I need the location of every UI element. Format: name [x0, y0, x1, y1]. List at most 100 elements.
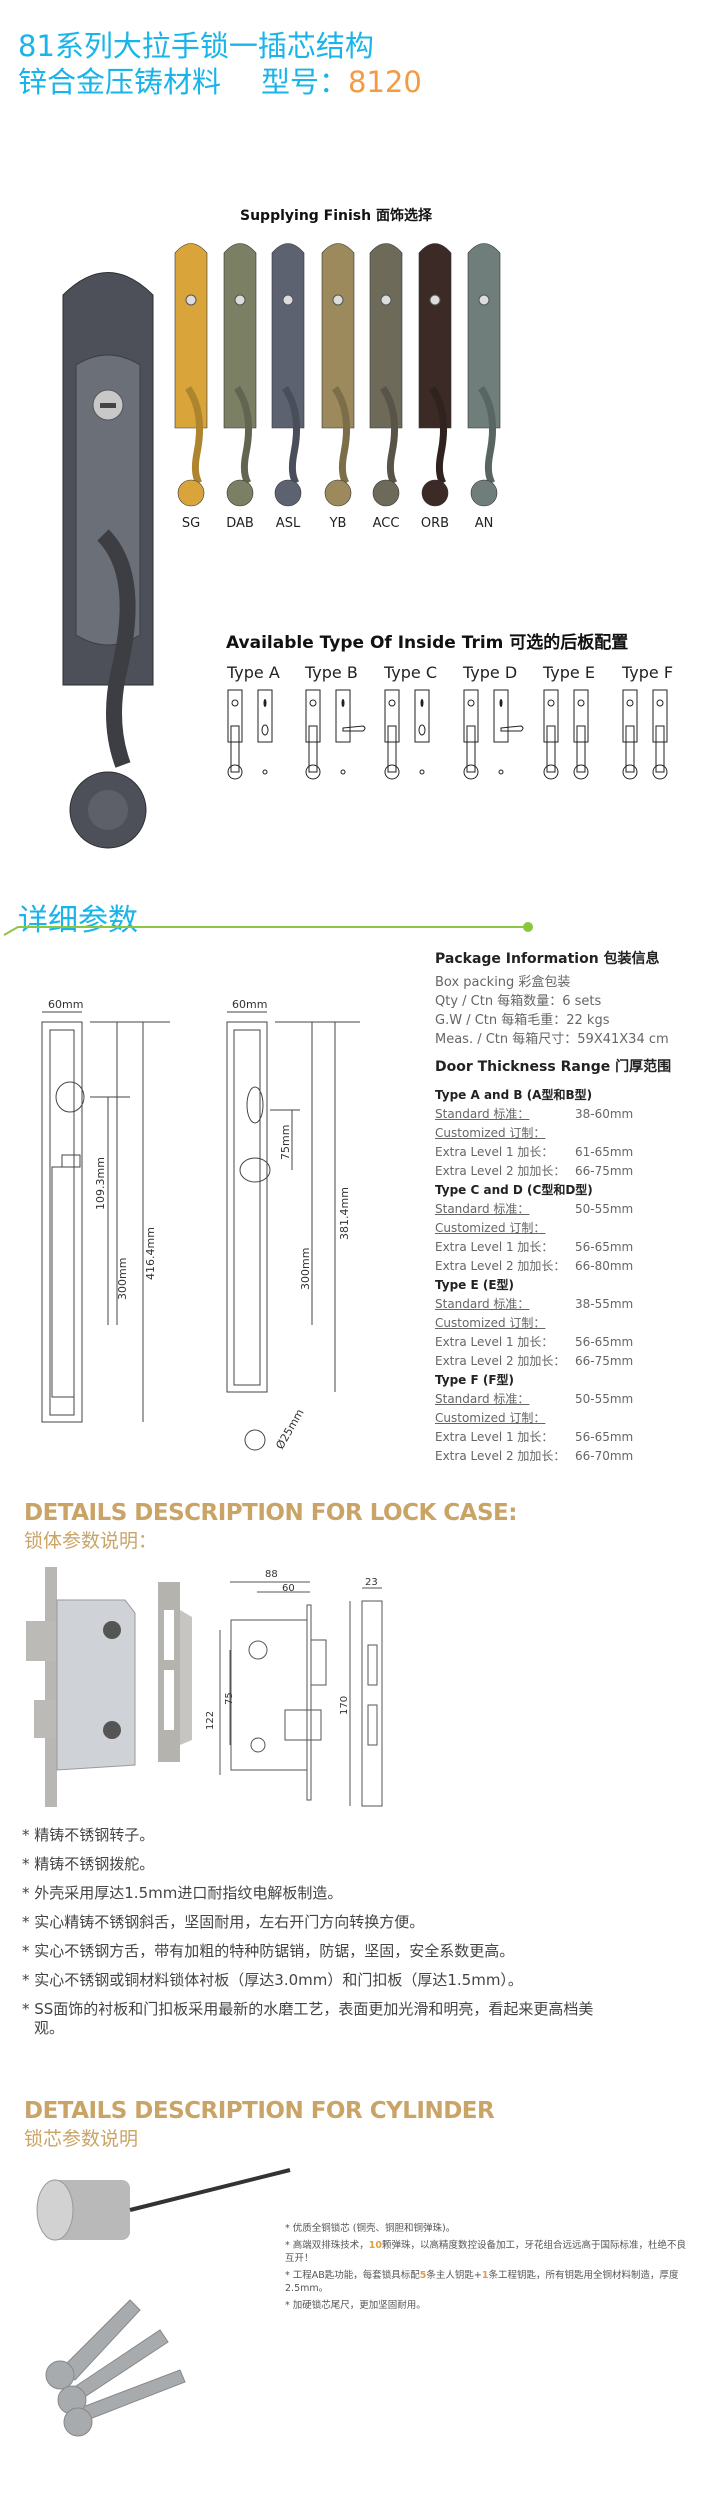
lockcase-bullets: * 精铸不锈钢转子。* 精铸不锈钢拨舵。* 外壳采用厚达1.5mm进口耐指纹电解…	[22, 1826, 622, 2048]
left-dim-2: 300mm	[116, 1258, 129, 1300]
finish-swatch-orb[interactable]	[417, 238, 453, 508]
details-divider	[3, 922, 533, 936]
trim-type-label: Type E	[543, 663, 595, 682]
label: Standard 标准：	[435, 1107, 530, 1121]
door-title: Door Thickness Range 门厚范围	[435, 1059, 672, 1075]
finish-label: ASL	[275, 516, 301, 531]
dimension-drawings: 60mm 109.3mm 300mm 416.4mm 60mm 75mm 300…	[41, 1000, 360, 1452]
lockcase-bullet: * 外壳采用厚达1.5mm进口耐指纹电解板制造。	[22, 1884, 343, 1902]
trim-type-label: Type A	[227, 663, 280, 682]
label: Standard 标准：	[435, 1202, 530, 1216]
value: 56-65mm	[575, 1430, 634, 1444]
lockcase-bullet: * 实心不锈钢或铜材料锁体衬板（厚达3.0mm）和门扣板（厚达1.5mm）。	[22, 1971, 523, 1989]
label: Extra Level 2 加加长：	[435, 1354, 566, 1368]
trim-type-diagram[interactable]	[622, 688, 692, 783]
value: 38-55mm	[575, 1297, 634, 1311]
package-line: G.W / Ctn 每箱毛重：22 kgs	[435, 1013, 610, 1028]
value: 56-65mm	[575, 1240, 634, 1254]
package-line: Box packing 彩盒包装	[435, 975, 571, 990]
product-title-line2: 锌合金压铸材料型号：8120	[18, 64, 422, 100]
trim-type-label: Type C	[384, 663, 438, 682]
value: 56-65mm	[575, 1335, 634, 1349]
trim-title: Available Type Of Inside Trim 可选的后板配置	[226, 633, 629, 653]
finish-label: AN	[474, 516, 494, 531]
cylinder-bullets: * 优质全铜锁芯 (铜壳、铜胆和铜弹珠)。 * 高端双排珠技术，10颗弹珠，以高…	[285, 2222, 695, 2312]
trim-type-diagram[interactable]	[384, 688, 454, 783]
highlight: 1	[481, 2270, 489, 2281]
label: Customized 订制：	[435, 1411, 546, 1425]
highlight: 5	[419, 2270, 427, 2281]
label: Extra Level 2 加加长：	[435, 1164, 566, 1178]
dim-122: 122	[205, 1711, 216, 1730]
dim-170: 170	[339, 1696, 350, 1715]
label: Standard 标准：	[435, 1392, 530, 1406]
lock-case-images: 88 60 122 75 23 170	[26, 1567, 383, 1807]
label: Extra Level 1 加长：	[435, 1240, 554, 1254]
trim-type-diagram[interactable]	[543, 688, 613, 783]
value: 38-60mm	[575, 1107, 634, 1121]
highlight: 10	[368, 2240, 383, 2251]
dim-75: 75	[224, 1692, 235, 1705]
value: 50-55mm	[575, 1202, 634, 1216]
right-dim-3: 381.4mm	[338, 1187, 351, 1240]
cylinder-title: DETAILS DESCRIPTION FOR CYLINDER	[24, 2098, 495, 2124]
value: 66-80mm	[575, 1259, 634, 1273]
right-dim-1: 75mm	[279, 1125, 292, 1160]
cylinder-bullet: * 加硬锁芯尾尺，更加坚固耐用。	[285, 2300, 426, 2311]
package-line: Meas. / Ctn 每箱尺寸：59X41X34 cm	[435, 1032, 669, 1047]
finish-swatch-asl[interactable]	[270, 238, 306, 508]
lockcase-bullet: * 精铸不锈钢拨舵。	[22, 1855, 155, 1873]
text: 条工程钥匙，所有钥匙用全铜材料制造，厚度2.5mm。	[285, 2270, 679, 2294]
package-info: Package Information 包装信息 Box packing 彩盒包…	[435, 950, 669, 1049]
text: 颗弹珠，以高精度数控设备加工，牙花组合远远高于国际标准，杜绝不良互开！	[285, 2240, 687, 2264]
label: Customized 订制：	[435, 1126, 546, 1140]
model-number: 8120	[348, 65, 422, 99]
trim-type-diagram[interactable]	[305, 688, 375, 783]
trim-type-label: Type D	[463, 663, 518, 682]
lockcase-subtitle: 锁体参数说明：	[24, 1530, 158, 1552]
right-width-label: 60mm	[232, 1000, 267, 1011]
value: 50-55mm	[575, 1392, 634, 1406]
label: Extra Level 1 加长：	[435, 1145, 554, 1159]
text: * 高端双排珠技术，	[285, 2240, 369, 2251]
door-group-title: Type E (E型)	[435, 1278, 515, 1292]
door-group-title: Type A and B (A型和B型)	[435, 1088, 593, 1102]
value: 66-75mm	[575, 1164, 634, 1178]
label: Customized 订制：	[435, 1221, 546, 1235]
cylinder-bullet: * 优质全铜锁芯 (铜壳、铜胆和铜弹珠)。	[285, 2223, 456, 2234]
left-dim-3: 416.4mm	[144, 1227, 157, 1280]
finish-swatch-yb[interactable]	[320, 238, 356, 508]
package-line: Qty / Ctn 每箱数量：6 sets	[435, 994, 602, 1009]
left-width-label: 60mm	[48, 1000, 83, 1011]
main-handle-image	[62, 272, 154, 849]
finish-swatch-acc[interactable]	[368, 238, 404, 508]
lockcase-bullet: * 实心不锈钢方舌，带有加粗的特种防锯销，防锯，坚固，安全系数更高。	[22, 1942, 515, 1960]
finish-title: Supplying Finish 面饰选择	[240, 208, 432, 224]
trim-type-label: Type F	[622, 663, 674, 682]
finish-label: YB	[329, 516, 347, 531]
product-title-line1: 81系列大拉手锁一插芯结构	[18, 29, 374, 63]
trim-type-diagram[interactable]	[227, 688, 297, 783]
trim-type-diagram[interactable]	[463, 688, 533, 783]
cylinder-subtitle: 锁芯参数说明	[24, 2128, 139, 2150]
finish-label: DAB	[226, 516, 254, 531]
dim-88: 88	[265, 1569, 278, 1580]
cylinder-bullet: * 高端双排珠技术，10颗弹珠，以高精度数控设备加工，牙花组合远远高于国际标准，…	[285, 2239, 695, 2265]
label: Extra Level 1 加长：	[435, 1335, 554, 1349]
details-title: 详细参数	[18, 903, 138, 938]
cylinder-bullet: * 工程AB匙功能，每套锁具标配5条主人钥匙+1条工程钥匙，所有钥匙用全铜材料制…	[285, 2269, 695, 2295]
right-dim-2: 300mm	[299, 1248, 312, 1290]
package-title: Package Information 包装信息	[435, 951, 660, 967]
label: Extra Level 2 加加长：	[435, 1449, 566, 1463]
door-group-title: Type C and D (C型和D型)	[435, 1183, 593, 1197]
finish-swatch-an[interactable]	[466, 238, 502, 508]
right-dia: Ø25mm	[273, 1407, 306, 1452]
dim-60: 60	[282, 1583, 295, 1594]
finish-label: ACC	[372, 516, 400, 531]
finish-label: ORB	[420, 516, 450, 531]
finish-swatch-dab[interactable]	[222, 238, 258, 508]
label: Extra Level 2 加加长：	[435, 1259, 566, 1273]
label: Extra Level 1 加长：	[435, 1430, 554, 1444]
label: Customized 订制：	[435, 1316, 546, 1330]
finish-swatch-sg[interactable]	[173, 238, 209, 508]
